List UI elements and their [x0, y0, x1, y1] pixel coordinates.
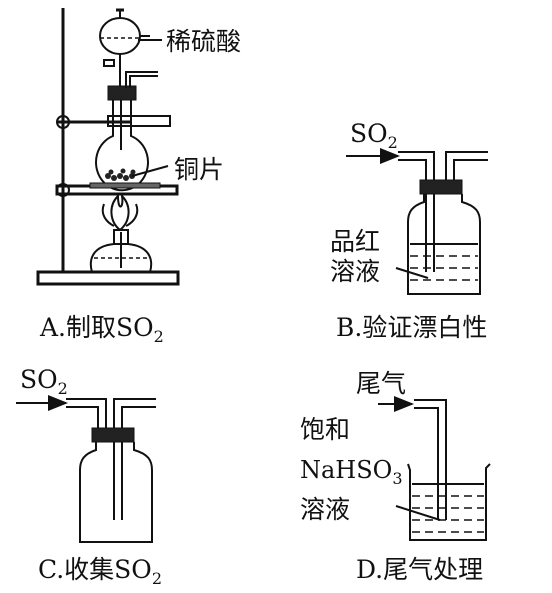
label-nahso3: NaHSO3 — [300, 456, 403, 488]
panel-c-collection: SO2 C.收集SO2 — [16, 365, 162, 588]
inlet-tube-c — [66, 398, 107, 434]
iron-stand-base — [36, 270, 180, 286]
copper-pointer — [131, 165, 169, 177]
stopper-c — [91, 427, 135, 443]
inlet-label-c: SO2 — [20, 365, 68, 398]
inlet-label-b: SO2 — [350, 119, 398, 152]
panel-d-tail-gas: 尾气 饱和 NaHSO3 溶液 D.尾气处理 — [300, 369, 491, 584]
flask-stopper — [107, 71, 158, 101]
asbestos-gauze — [89, 182, 161, 189]
label-solution-b: 溶液 — [330, 257, 380, 286]
gas-bottle-c — [79, 442, 153, 543]
separatory-funnel — [99, 8, 150, 88]
caption-d: D.尾气处理 — [356, 555, 483, 584]
stopcock — [103, 59, 115, 67]
label-dilute-sulfuric-acid: 稀硫酸 — [166, 27, 241, 56]
copper-pieces — [105, 168, 136, 181]
label-solution-d: 溶液 — [300, 495, 350, 524]
caption-b: B.验证漂白性 — [336, 313, 487, 342]
outlet-tube-b — [445, 151, 488, 188]
delivery-tube-d — [414, 399, 447, 520]
beaker — [407, 463, 491, 541]
inlet-tube-b — [398, 151, 435, 272]
alcohol-lamp — [89, 229, 153, 273]
stopper-b — [419, 179, 463, 195]
magenta-solution — [410, 243, 478, 281]
gas-bottle-b — [407, 194, 481, 295]
solution-pointer-b — [395, 267, 429, 279]
label-saturated: 饱和 — [300, 415, 350, 444]
upper-clamp — [56, 115, 171, 129]
inlet-label-d: 尾气 — [356, 369, 406, 398]
solution-pointer-d — [395, 505, 441, 521]
caption-c: C.收集SO2 — [38, 555, 162, 588]
outlet-tube-c — [113, 398, 156, 520]
bisulfite-solution — [412, 483, 484, 533]
caption-a: A.制取SO2 — [39, 313, 164, 346]
label-copper: 铜片 — [174, 155, 224, 184]
label-fuchsin: 品红 — [330, 227, 380, 256]
panel-b-bleaching-test: SO2 品红 溶液 B.验证漂白性 — [330, 119, 488, 342]
flame — [110, 193, 130, 232]
round-bottom-flask — [95, 100, 149, 192]
panel-a-generation-apparatus: 稀硫酸 铜片 A.制取SO2 — [36, 8, 241, 346]
